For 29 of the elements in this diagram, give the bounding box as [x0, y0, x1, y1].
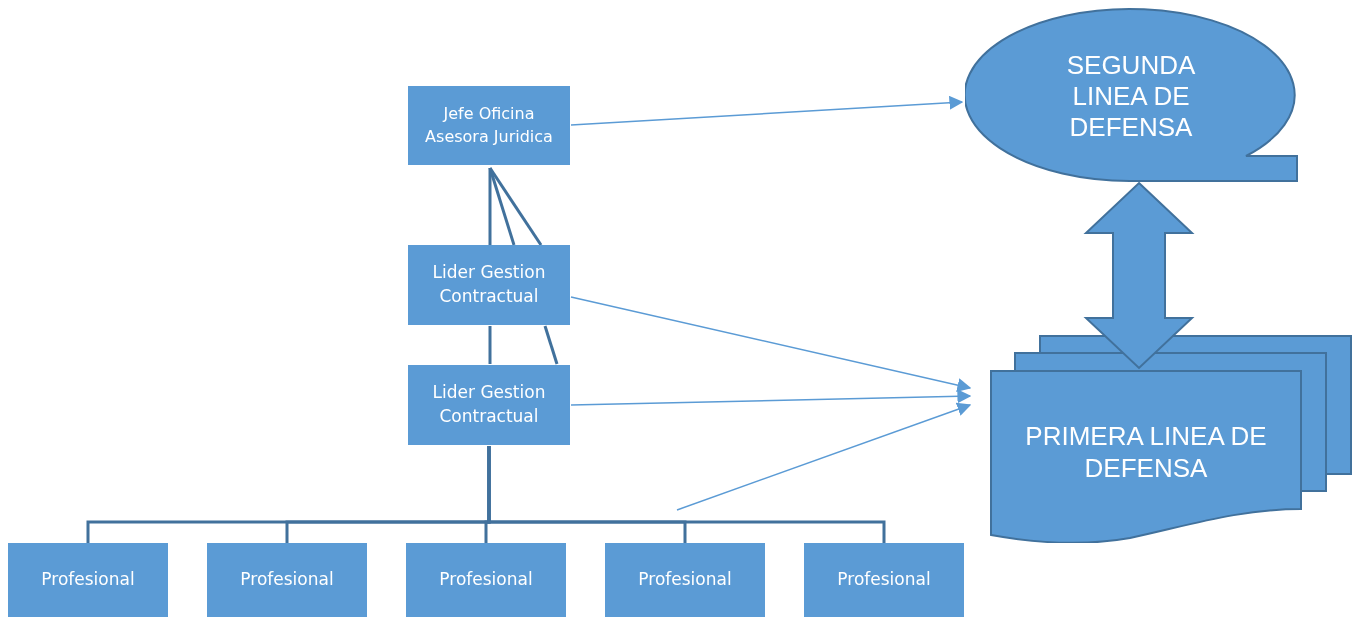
org-box	[804, 543, 964, 617]
arrow	[676, 402, 972, 511]
org-box	[605, 543, 765, 617]
org-box	[408, 245, 570, 325]
box-label: PRIMERA LINEA DE DEFENSA	[1024, 421, 1268, 484]
connector-line	[488, 326, 492, 364]
box-label: Profesional	[41, 568, 135, 592]
connector-line	[488, 167, 516, 246]
connector-line	[487, 446, 886, 543]
org-box	[406, 543, 566, 617]
arrow	[570, 95, 964, 126]
box-label: Profesional	[638, 568, 732, 592]
box-label: Lider Gestion Contractual	[431, 381, 547, 428]
box-label: Lider Gestion Contractual	[431, 261, 547, 308]
org-box	[207, 543, 367, 617]
arrow	[570, 389, 972, 406]
arrow	[570, 296, 972, 392]
connector-line	[488, 168, 492, 245]
org-box	[408, 365, 570, 445]
box-label: SEGUNDA LINEA DE DEFENSA	[1065, 49, 1197, 144]
connector-line	[488, 167, 543, 246]
connector-line	[543, 325, 559, 365]
box-label: Jefe Oficina Asesora Juridica	[424, 103, 554, 148]
box-label: Profesional	[837, 568, 931, 592]
org-box	[8, 543, 168, 617]
box-label: Profesional	[439, 568, 533, 592]
box-label: Profesional	[240, 568, 334, 592]
block-double-arrow	[1083, 181, 1195, 370]
org-box	[408, 86, 570, 165]
